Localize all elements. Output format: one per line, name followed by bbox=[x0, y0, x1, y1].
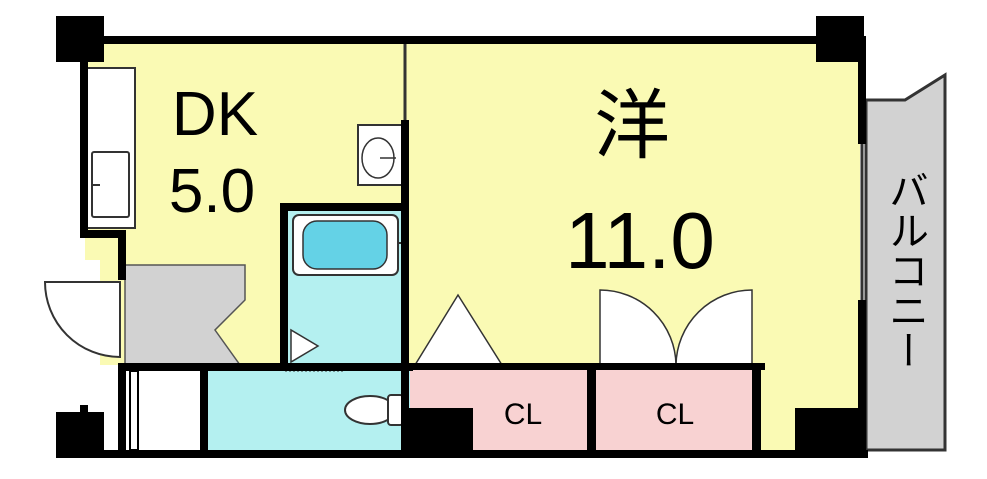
entrance-door bbox=[43, 281, 121, 359]
closet-right-door-right-leaf bbox=[675, 289, 753, 366]
bathtub-basin bbox=[302, 220, 388, 270]
closet-left-label: CL bbox=[504, 398, 542, 431]
bath-door bbox=[290, 328, 320, 364]
closet-right-label: CL bbox=[656, 398, 694, 431]
toilet-tank bbox=[387, 394, 404, 426]
balcony-label: バルコニー bbox=[883, 170, 927, 370]
structural-columns bbox=[56, 16, 865, 458]
western-room-size: 11.0 bbox=[565, 196, 715, 285]
closet-right-floor bbox=[594, 368, 758, 450]
dk-room-size: 5.0 bbox=[169, 157, 255, 226]
entrance-wall-stub bbox=[129, 370, 139, 451]
western-room-name: 洋 bbox=[594, 84, 670, 169]
dk-room-name: DK bbox=[172, 80, 258, 149]
entrance-floor bbox=[124, 264, 246, 366]
